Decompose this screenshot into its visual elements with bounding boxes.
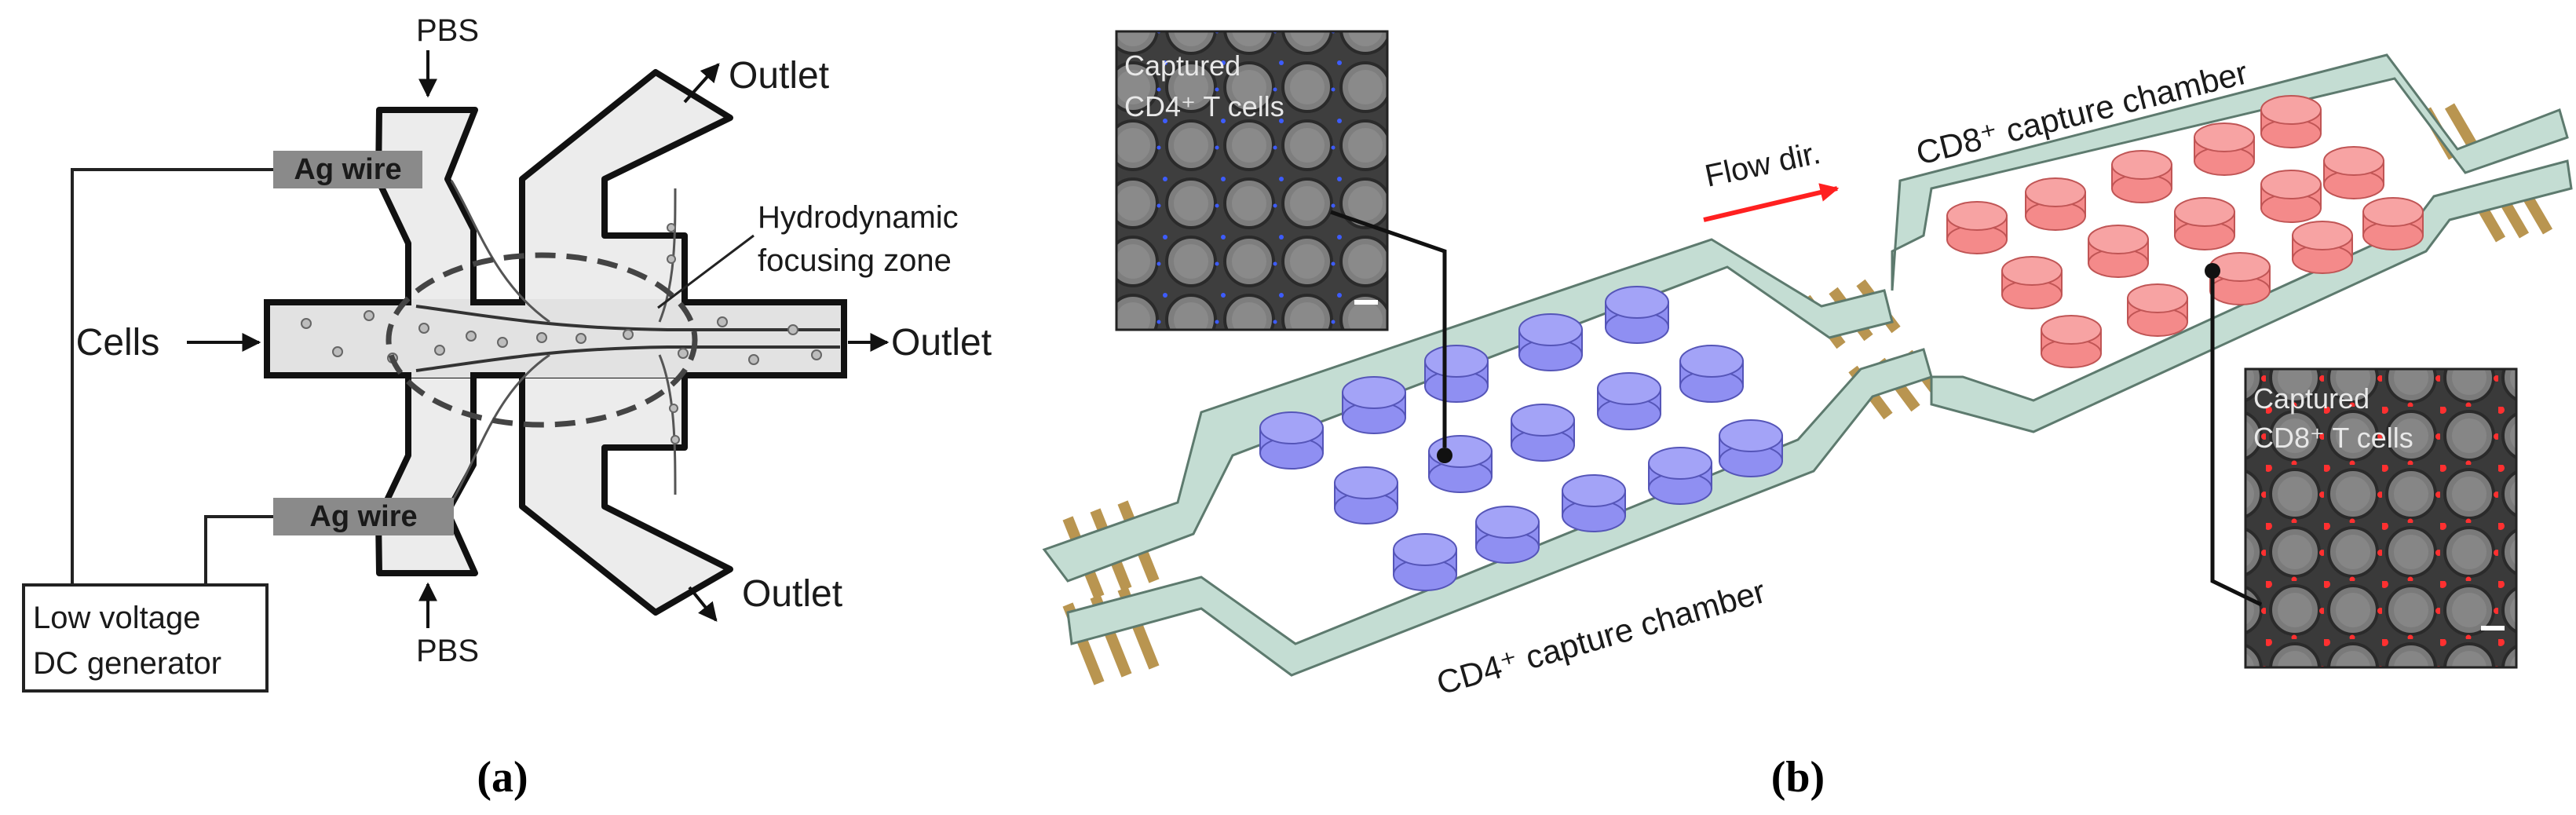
focusing-zone-pointer [657,234,755,309]
ag-wire-bottom-label: Ag wire [309,500,417,533]
focusing-zone-ellipse [385,252,698,428]
outlet-top-channel [519,69,733,305]
cd8-micrograph-inset: Captured CD8⁺ T cells [2244,367,2518,669]
ag-wire-bottom-electrode [273,498,454,535]
cd4-post [1259,411,1324,470]
cd4-post [1518,313,1583,371]
cd8-post [1946,201,2008,254]
outlet-top-arrow [683,63,720,104]
wire-bottom-to-generator [204,515,273,597]
cd8-photo-label-line2: CD8⁺ T cells [2253,422,2413,454]
generator-label-line1: Low voltage [33,601,200,635]
sheath-flow-upper [450,180,550,323]
cd4-photo-label-line2: CD4⁺ T cells [1124,90,1284,122]
cd8-post [2362,197,2424,250]
panel-a-caption: (a) [477,753,528,802]
focusing-zone-label-line1: Hydrodynamic [758,200,959,235]
cd4-capture-posts [1259,286,1783,591]
panel-a-flow-cytometry-chip: Ag wire Ag wire Low voltage DC generator… [22,13,992,802]
cd8-post [2260,95,2322,148]
cd4-post [1342,376,1406,434]
cd8-post [2041,315,2102,368]
cells-label: Cells [76,322,160,364]
cd8-capture-posts [1946,95,2424,368]
cd8-post [2001,256,2063,309]
wire-top-to-generator [71,168,273,612]
outlet-right-label: Outlet [891,322,992,364]
cd8-post [2111,150,2172,203]
panel-b-caption: (b) [1771,753,1825,802]
cd4-post [1428,435,1493,493]
cd8-inset-pointer [2210,275,2263,607]
cd8-chamber-wall [1891,53,2569,291]
cd4-post [1648,447,1712,505]
ag-wire-top-label: Ag wire [294,153,401,186]
cd4-inset-pointer-dot [1437,448,1452,463]
cd4-post [1424,345,1489,403]
cd8-post [2127,283,2188,337]
cd4-post [1393,533,1457,591]
cd4-post [1719,419,1783,477]
cd4-post [1679,345,1744,403]
cd8-post [2260,170,2322,223]
outlet-top-label: Outlet [729,55,829,97]
cd4-post [1562,474,1626,532]
cd4-post [1334,466,1398,524]
focused-stream-upper [415,305,840,331]
focused-stream-lower [415,345,840,372]
cd4-inset-pointer [1330,210,1447,448]
focusing-zone-label-line2: focusing zone [758,243,952,278]
ag-wire-top-electrode [273,151,422,188]
pbs-bottom-label: PBS [416,634,479,668]
panel-b-capture-chip: Captured CD4⁺ T cells Captured CD8⁺ T ce… [1042,30,2573,802]
sheath-flow-lower [450,353,550,503]
cd4-photo-label-line1: Captured [1124,49,1240,82]
outlet-bottom-arrow [688,586,718,622]
pbs-inlet-top-channel [375,107,478,305]
cd4-post [1475,506,1540,564]
cd8-post [2194,122,2255,176]
cd8-post [2209,252,2271,305]
outlet-bottom-channel [519,372,733,616]
cd4-chamber-floor [1193,267,1829,644]
pbs-inlet-bottom-channel [375,372,478,576]
cd4-post [1605,286,1669,344]
flow-direction-arrow [1703,183,1840,222]
outlet-flow-lower [658,354,677,495]
cd8-post [2292,221,2353,274]
cd8-photo-label-line1: Captured [2253,382,2370,415]
cd8-post [2025,177,2086,231]
cd4-post [1511,404,1575,462]
generator-label-line2: DC generator [33,646,221,681]
cd4-chamber-wall [1042,238,1894,583]
dc-generator-box [22,583,269,693]
cd8-post [2323,146,2384,199]
outlet-bottom-label: Outlet [742,573,842,615]
cd8-post [2174,197,2235,250]
cd4-post [1597,372,1661,430]
cd8-inset-pointer-dot [2205,263,2220,279]
pbs-top-label: PBS [416,13,479,48]
cd4-micrograph-inset: Captured CD4⁺ T cells [1115,30,1389,331]
cd8-post [2088,225,2149,278]
flow-direction-label: Flow dir. [1702,136,1824,194]
